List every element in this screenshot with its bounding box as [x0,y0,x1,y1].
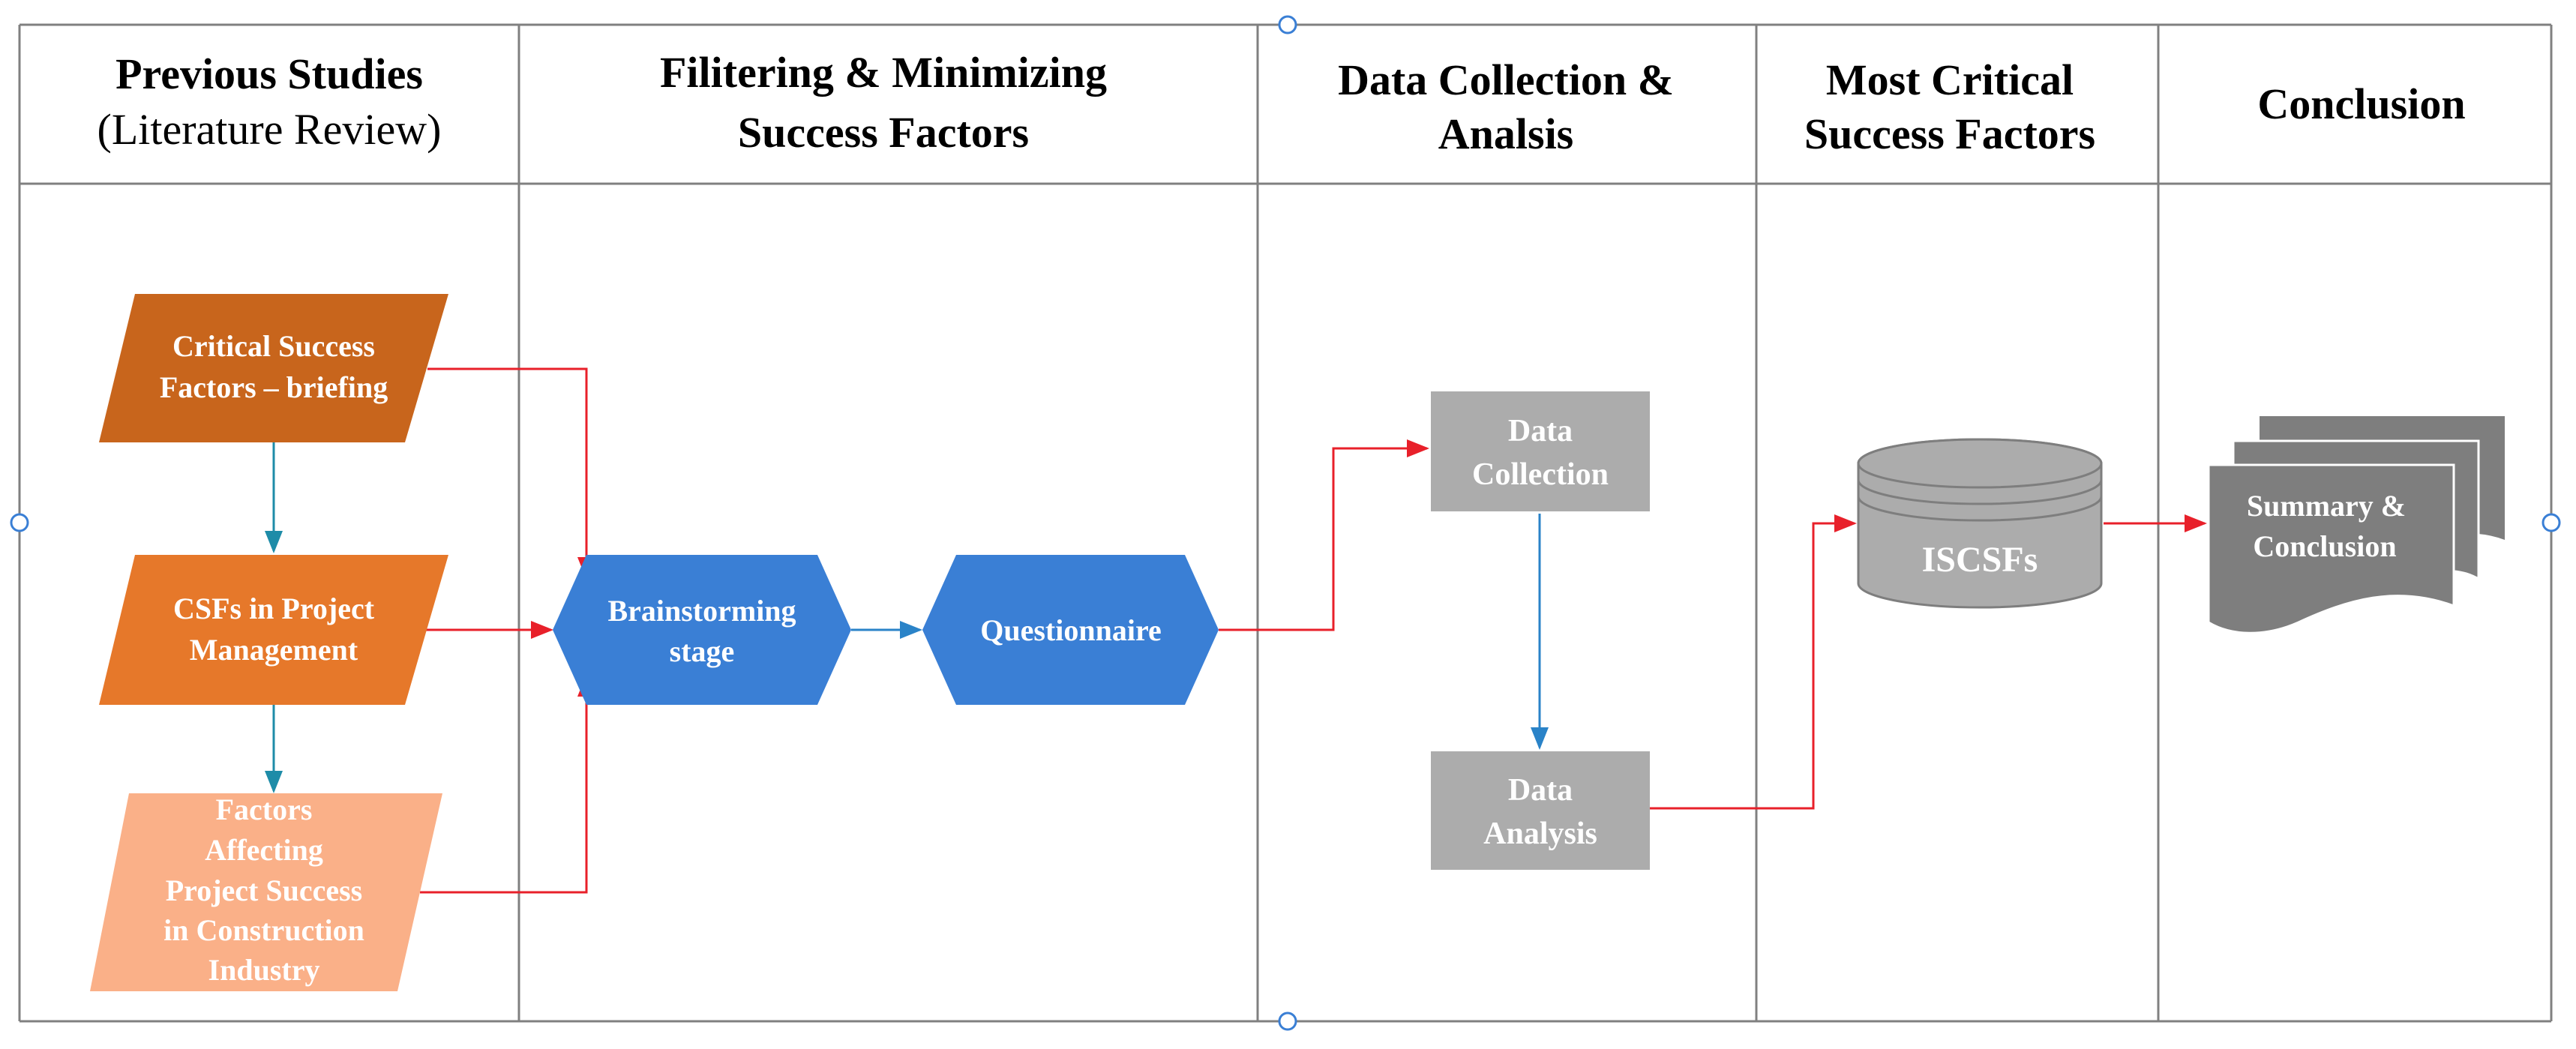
node-brainstorming-stage[interactable]: Brainstorming stage [553,555,851,705]
node-iscsfs[interactable]: ISCSFs [1857,438,2103,609]
node-critical-success-factors[interactable]: Critical Success Factors – briefing [99,294,448,442]
hexagon-shape [922,555,1219,705]
arrow-factors-to-brainstorming [420,674,595,894]
node-label-line1: Summary & [2247,489,2406,523]
header-col3-line1: Data Collection & [1338,55,1674,104]
node-label-line5: Industry [208,953,320,987]
node-label-line1: Factors [216,793,313,826]
node-label-line3: Project Success [166,874,363,907]
header-col5-title: Conclusion [2257,79,2465,128]
header-col4-line1: Most Critical [1826,55,2074,104]
parallelogram-shape [90,793,442,991]
resize-handle-bottom[interactable] [1278,1012,1297,1031]
arrow-questionnaire-to-data-collection [1219,439,1429,631]
resize-handle-top[interactable] [1278,15,1297,34]
cylinder-ring-2 [1857,496,2103,522]
cylinder-top [1857,438,2103,489]
node-questionnaire[interactable]: Questionnaire [922,555,1219,705]
parallelogram-shape [99,294,448,442]
parallelogram-shape [99,555,448,705]
node-label-line2: Factors – briefing [160,370,388,404]
box-shape [1431,751,1650,870]
arrow-csf-to-brainstorming [427,367,595,580]
node-label-line1: Data [1508,414,1573,448]
node-data-analysis[interactable]: Data Analysis [1431,751,1650,870]
cylinder-ring-1 [1857,479,2103,505]
resize-handle-right[interactable] [2542,513,2561,532]
node-label-line1: CSFs in Project [173,592,375,625]
header-col3-line2: Analsis [1438,109,1574,158]
node-label-line2: Analysis [1483,817,1597,851]
node-label: ISCSFs [1922,540,2038,580]
resize-handle-left[interactable] [10,513,29,532]
node-label-line2: Management [190,633,358,667]
box-shape [1431,391,1650,511]
node-factors-affecting-project-success[interactable]: Factors Affecting Project Success in Con… [90,793,442,991]
connectors [265,367,2207,894]
selection-handles[interactable] [10,15,2561,1031]
node-label-line2: stage [670,634,735,668]
node-label-line2: Collection [1472,457,1609,492]
node-data-collection[interactable]: Data Collection [1431,391,1650,511]
node-label-line2: Affecting [205,833,323,867]
node-label-line1: Brainstorming [607,594,796,628]
document-front-icon [2207,463,2455,634]
node-label-line4: in Construction [163,913,364,947]
header-col1-subtitle: (Literature Review) [97,105,442,154]
arrow-data-analysis-to-iscsfs [1650,514,1857,810]
header-col4-line2: Success Factors [1804,109,2095,158]
node-label-line1: Data [1508,773,1573,808]
node-label-line2: Conclusion [2253,529,2396,563]
header-col1-title: Previous Studies [115,49,423,98]
node-label: Questionnaire [980,613,1162,647]
hexagon-shape [553,555,851,705]
column-headers: Previous Studies (Literature Review) Fil… [97,48,2466,158]
node-csfs-project-management[interactable]: CSFs in Project Management [99,555,448,705]
node-label-line1: Critical Success [172,329,375,363]
header-col2-line2: Success Factors [738,108,1029,157]
header-col2-line1: Filitering & Minimizing [660,48,1107,97]
node-summary-conclusion[interactable]: Summary & Conclusion [2207,416,2505,634]
